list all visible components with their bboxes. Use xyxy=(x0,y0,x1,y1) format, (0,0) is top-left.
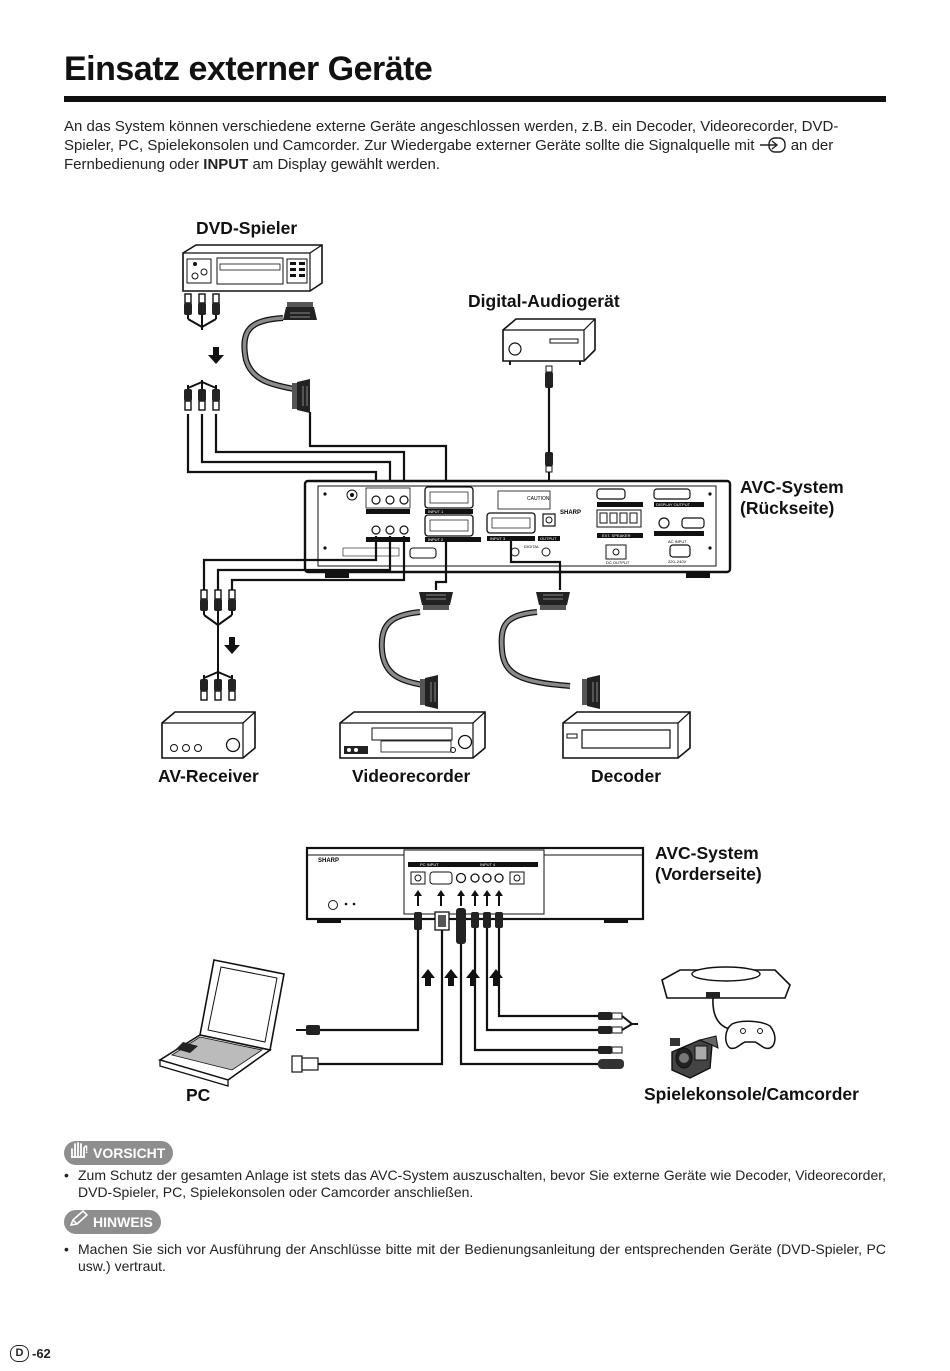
videorecorder-scart-cable xyxy=(378,540,454,710)
av-receiver-rca-bottom xyxy=(199,671,237,701)
dvd-label: DVD-Spieler xyxy=(196,218,298,238)
game-console-device xyxy=(661,966,791,1050)
page-title: Einsatz externer Geräte xyxy=(64,50,433,88)
arrow-up-icon xyxy=(421,969,435,986)
caution-badge-text: VORSICHT xyxy=(93,1145,166,1161)
input2-text: INPUT 2 xyxy=(428,537,444,542)
page-number-text: -62 xyxy=(32,1346,51,1361)
brand-rear-text: SHARP xyxy=(560,510,581,516)
page-letter: D xyxy=(10,1345,29,1362)
caution-badge: ! VORSICHT xyxy=(64,1141,174,1166)
av-receiver-device xyxy=(161,711,256,759)
dvd-rca-cable-bottom xyxy=(183,380,221,411)
hint-badge-text: HINWEIS xyxy=(93,1214,153,1230)
videorecorder-label: Videorecorder xyxy=(352,766,471,786)
av-receiver-label: AV-Receiver xyxy=(158,766,259,786)
intro-input-keyword: INPUT xyxy=(203,156,249,173)
av-receiver-rca-top xyxy=(199,589,237,680)
pencil-icon xyxy=(68,1209,90,1235)
arrow-up-icon xyxy=(466,969,480,986)
pc-plugs xyxy=(291,1025,320,1073)
bullet-icon: • xyxy=(64,1241,69,1257)
videorecorder-device xyxy=(339,711,486,759)
intro-text-3: am Display gewählt werden. xyxy=(252,156,441,173)
camcorder-device xyxy=(670,1035,719,1079)
brand-front-text: SHARP xyxy=(318,858,339,864)
input3-text: INPUT 3 xyxy=(490,536,506,541)
hand-icon: ! xyxy=(68,1141,90,1166)
digital-audio-label: Digital-Audiogerät xyxy=(468,291,620,311)
digital-audio-device xyxy=(502,318,596,365)
page-number: D -62 xyxy=(10,1345,51,1362)
decoder-scart-cable xyxy=(498,540,601,710)
arrow-down-icon xyxy=(224,637,240,654)
dvd-player-device xyxy=(182,244,323,292)
input1-text: INPUT 1 xyxy=(428,509,444,514)
avc-system-front: SHARP PC INPUT INPUT 4 xyxy=(305,846,645,923)
ext-speaker-text: EXT. SPEAKER xyxy=(602,533,631,538)
ac-voltage-text: 220–240V xyxy=(668,559,687,564)
dvd-rca-cable-top xyxy=(183,293,221,330)
decoder-label: Decoder xyxy=(591,766,662,786)
dvd-scart-cable xyxy=(241,301,448,490)
pc-label: PC xyxy=(186,1085,211,1105)
console-label: Spielekonsole/Camcorder xyxy=(644,1084,859,1104)
intro-text-2: an der Fernbedienung oder xyxy=(64,137,834,173)
avc-rear-label-line1: AVC-System xyxy=(740,477,844,497)
front-input-arrows xyxy=(414,890,503,906)
dc-output-text: DC OUTPUT xyxy=(606,560,630,565)
front-wires xyxy=(316,928,598,1066)
input-source-icon xyxy=(759,137,787,153)
hint-badge: HINWEIS xyxy=(64,1209,161,1235)
avc-system-rear: INPUT 1 INPUT 2 CAUTION INPUT 3 OUTPUT S… xyxy=(303,479,732,578)
caution-text: CAUTION xyxy=(527,496,550,502)
svg-text:!: ! xyxy=(85,1145,88,1156)
caution-note: • Zum Schutz der gesamten Anlage ist ste… xyxy=(64,1167,886,1201)
arrow-down-icon xyxy=(208,347,224,364)
decoder-device xyxy=(562,711,691,759)
pc-input-text: PC INPUT xyxy=(420,862,439,867)
digital-audio-cable xyxy=(545,365,553,512)
display-output-text: DISPLAY OUTPUT xyxy=(656,502,691,507)
arrow-up-icon xyxy=(489,969,503,986)
output-text: OUTPUT xyxy=(540,536,557,541)
bullet-icon: • xyxy=(64,1167,69,1183)
front-plugs xyxy=(414,908,503,944)
hint-text: Machen Sie sich vor Ausführung der Ansch… xyxy=(78,1241,886,1274)
hint-note: • Machen Sie sich vor Ausführung der Ans… xyxy=(64,1241,886,1275)
avc-rear-label: AVC-System (Rückseite) xyxy=(740,477,844,519)
caution-text: Zum Schutz der gesamten Anlage ist stets… xyxy=(78,1167,887,1200)
connection-diagram: INPUT 1 INPUT 2 CAUTION INPUT 3 OUTPUT S… xyxy=(158,244,791,1087)
intro-paragraph: An das System können verschiedene extern… xyxy=(64,117,886,174)
arrow-up-icon xyxy=(444,969,458,986)
pc-laptop-device xyxy=(158,959,285,1087)
avc-front-label-line2: (Vorderseite) xyxy=(655,864,762,884)
intro-text-1: An das System können verschiedene extern… xyxy=(64,118,839,154)
console-plugs xyxy=(598,1012,638,1069)
digital-text: DIGITAL xyxy=(524,544,540,549)
ac-input-text: AC INPUT xyxy=(668,539,687,544)
avc-front-label: AVC-System (Vorderseite) xyxy=(655,843,762,885)
avc-rear-label-line2: (Rückseite) xyxy=(740,498,835,518)
avc-front-label-line1: AVC-System xyxy=(655,843,759,863)
av-receiver-wires xyxy=(202,536,406,590)
input4-text: INPUT 4 xyxy=(480,862,496,867)
title-rule xyxy=(64,96,886,102)
